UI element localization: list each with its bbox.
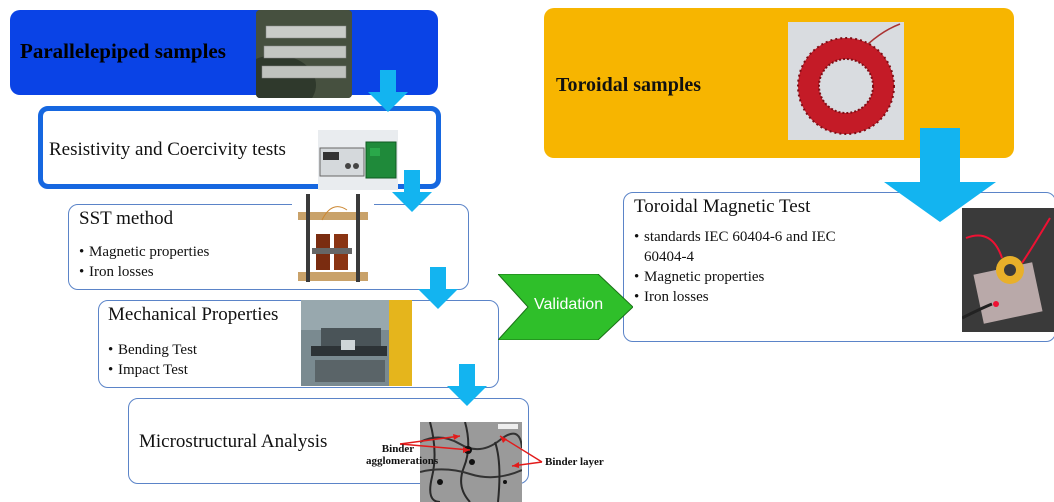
resistivity-coercivity-box: Resistivity and Coercivity tests bbox=[38, 106, 441, 189]
bullet-item: Magnetic properties bbox=[79, 242, 209, 262]
mechanical-properties-title: Mechanical Properties bbox=[108, 304, 279, 325]
parallelepiped-samples-title: Parallelepiped samples bbox=[20, 39, 226, 63]
sst-method-title: SST method bbox=[79, 208, 174, 229]
toroidal-samples-title: Toroidal samples bbox=[556, 74, 702, 96]
mechanical-testing-photo bbox=[301, 300, 412, 386]
toroidal-coil-photo bbox=[788, 22, 904, 140]
binder-layer-label: Binder layer bbox=[545, 456, 604, 468]
bullet-item: Iron losses bbox=[634, 287, 864, 307]
sst-method-box: SST method Magnetic properties Iron loss… bbox=[68, 204, 469, 290]
parallelepiped-photo bbox=[256, 10, 352, 98]
parallelepiped-samples-box: Parallelepiped samples bbox=[10, 10, 438, 95]
bullet-item: standards IEC 60404-6 and IEC 60404-4 bbox=[634, 227, 864, 267]
mechanical-properties-box: Mechanical Properties Bending Test Impac… bbox=[98, 300, 499, 388]
validation-label: Validation bbox=[534, 296, 604, 313]
mechanical-properties-bullets: Bending Test Impact Test bbox=[108, 340, 197, 380]
sst-frame-photo bbox=[292, 190, 374, 286]
sst-method-bullets: Magnetic properties Iron losses bbox=[79, 242, 209, 282]
resistivity-equipment-photo bbox=[318, 130, 398, 190]
toroidal-magnetic-test-title: Toroidal Magnetic Test bbox=[634, 196, 811, 217]
validation-arrow: Validation bbox=[498, 274, 633, 340]
toroidal-samples-box: Toroidal samples bbox=[544, 8, 1014, 158]
bullet-item: Bending Test bbox=[108, 340, 197, 360]
bullet-item: Impact Test bbox=[108, 360, 197, 380]
toroidal-test-setup-photo bbox=[962, 208, 1054, 332]
bullet-item: Iron losses bbox=[79, 262, 209, 282]
resistivity-coercivity-title: Resistivity and Coercivity tests bbox=[49, 139, 286, 160]
binder-agglomerations-label: Binder agglomerations bbox=[366, 443, 439, 467]
microstructural-analysis-title: Microstructural Analysis bbox=[139, 431, 328, 452]
bullet-item: Magnetic properties bbox=[634, 267, 864, 287]
toroidal-magnetic-test-bullets: standards IEC 60404-6 and IEC 60404-4 Ma… bbox=[634, 227, 864, 307]
